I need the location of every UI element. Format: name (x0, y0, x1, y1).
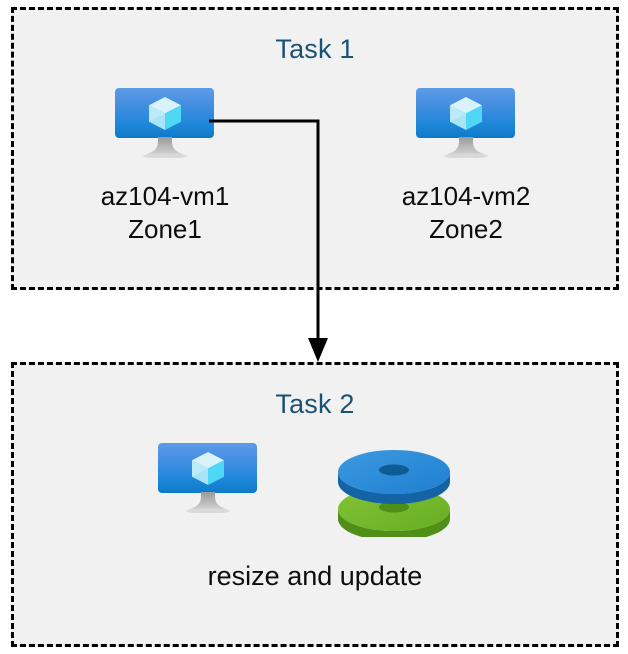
task2-container: Task 2 (11, 362, 619, 647)
vm2-label: az104-vm2 Zone2 (401, 181, 531, 245)
arrowhead-icon (308, 338, 328, 362)
monitor-stand (443, 137, 488, 158)
monitor-stand (185, 492, 230, 513)
task2-title: Task 2 (275, 389, 355, 419)
task1-title: Task 1 (275, 34, 355, 64)
monitor-stand (142, 137, 187, 158)
task1-container: Task 1 az104-vm1 Zone1 (11, 7, 619, 290)
task2-caption: resize and update (207, 561, 423, 591)
vm1-icon (115, 88, 214, 158)
cube-glyph (449, 97, 482, 130)
vm3-icon (158, 443, 257, 513)
cube-glyph (191, 452, 224, 485)
managed-disks-icon (338, 450, 450, 537)
cube-glyph (148, 97, 181, 130)
vm1-label: az104-vm1 Zone1 (100, 181, 230, 245)
vm2-icon (416, 88, 515, 158)
